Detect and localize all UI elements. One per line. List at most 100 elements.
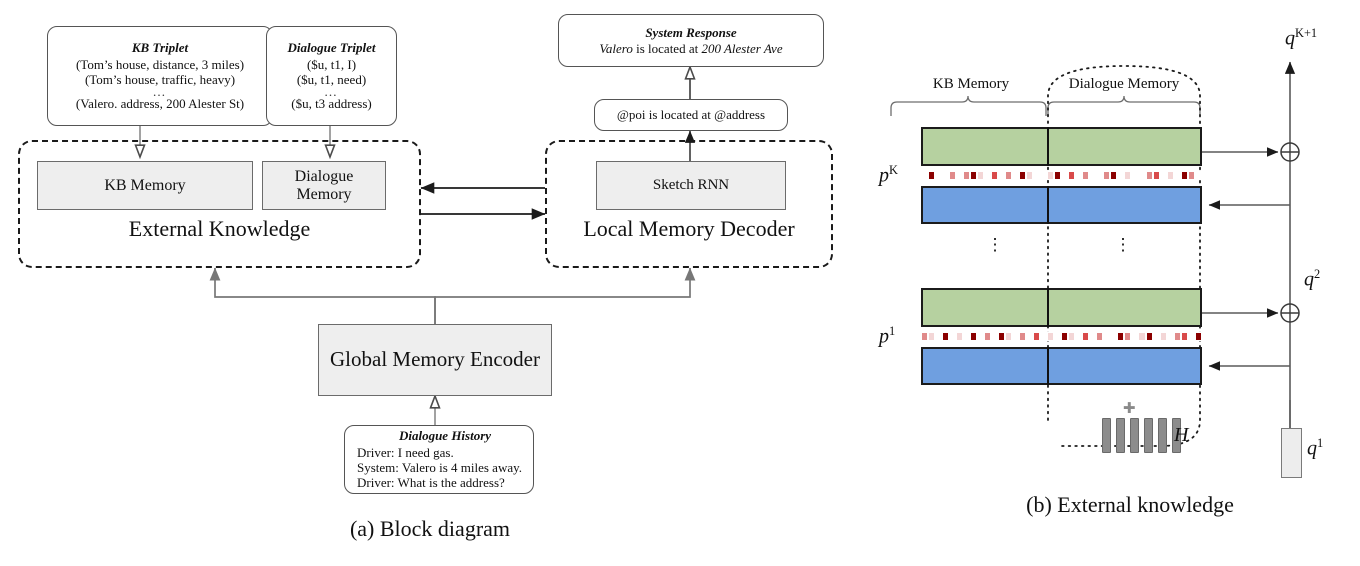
attention-cell xyxy=(1145,171,1153,180)
attention-cell xyxy=(963,171,971,180)
attention-cell xyxy=(977,171,985,180)
memory-embedding-green-top xyxy=(921,127,1202,166)
attention-cell xyxy=(1075,171,1083,180)
dialogue-triplet-line-last: ($u, t3 address) xyxy=(291,96,372,112)
attention-cell xyxy=(1117,171,1125,180)
external-knowledge-label: External Knowledge xyxy=(128,216,311,241)
attention-cell xyxy=(1103,171,1111,180)
attention-cell xyxy=(1082,171,1090,180)
attention-cell xyxy=(1145,332,1153,341)
hop-label-bottom-base: p xyxy=(879,325,889,348)
attention-cell xyxy=(1131,332,1139,341)
dialogue-history-line-3: Driver: What is the address? xyxy=(357,475,505,491)
dialogue-history-line-2: System: Valero is 4 miles away. xyxy=(357,460,523,475)
dialogue-memory-brace-label: Dialogue Memory xyxy=(1068,76,1180,92)
attention-strip-top xyxy=(921,171,1202,180)
attention-cell xyxy=(1138,332,1146,341)
attention-cell xyxy=(949,332,957,341)
ellipsis-right-column: ⋮ xyxy=(1114,235,1132,254)
initial-query-box xyxy=(1281,428,1302,478)
attention-cell xyxy=(1019,332,1027,341)
memory-split-line-bottom-blue xyxy=(1047,347,1049,385)
kb-triplet-title: KB Triplet xyxy=(131,40,189,56)
dialogue-triplet-line-2: ($u, t1, need) xyxy=(296,71,367,87)
attention-cell xyxy=(1131,171,1139,180)
attention-cell xyxy=(956,332,964,341)
external-knowledge-container xyxy=(18,140,421,268)
global-memory-encoder-module: Global Memory Encoder xyxy=(318,324,552,396)
attention-cell xyxy=(991,332,999,341)
dialogue-memory-label: Dialogue Memory xyxy=(294,167,354,203)
attention-cell xyxy=(1180,332,1188,341)
kb-triplet-box: KB Triplet (Tom’s house, distance, 3 mil… xyxy=(47,26,273,126)
dialogue-history-line-1: Driver: I need gas. xyxy=(357,444,454,460)
system-response-middle: is located at xyxy=(632,41,702,56)
attention-cell xyxy=(1047,332,1055,341)
history-label: H xyxy=(1174,424,1189,446)
history-bar xyxy=(1172,418,1181,453)
attention-cell xyxy=(1033,171,1041,180)
query-label-middle-base: q xyxy=(1304,268,1314,291)
global-memory-encoder-label: Global Memory Encoder xyxy=(330,347,540,372)
attention-cell xyxy=(1019,171,1027,180)
memory-split-line-top-blue xyxy=(1047,186,1049,224)
attention-strip-bottom xyxy=(921,332,1202,341)
attention-cell xyxy=(1054,171,1062,180)
attention-cell xyxy=(1082,332,1090,341)
hop-label-bottom: p1 xyxy=(879,324,895,349)
system-response-sentence: Valero is located at 200 Alester Ave xyxy=(599,41,782,56)
memory-embedding-blue-top xyxy=(921,186,1202,224)
dialogue-triplet-title: Dialogue Triplet xyxy=(287,40,376,56)
attention-cell xyxy=(1187,171,1195,180)
history-bar xyxy=(1158,418,1167,453)
history-bar xyxy=(1102,418,1111,453)
attention-cell xyxy=(1187,332,1195,341)
attention-cell xyxy=(1166,171,1174,180)
hop-label-bottom-sup: 1 xyxy=(889,324,896,338)
system-response-title: System Response xyxy=(645,24,737,40)
hop-label-top-sup: K xyxy=(889,163,898,177)
attention-cell xyxy=(1096,171,1104,180)
hop-label-top-base: p xyxy=(879,164,889,187)
plus-glyph: ✚ xyxy=(1123,401,1136,417)
caption-a: (a) Block diagram xyxy=(349,516,511,541)
query-label-middle-sup: 2 xyxy=(1314,267,1321,281)
attention-cell xyxy=(1061,171,1069,180)
query-label-top-base: q xyxy=(1285,27,1295,50)
attention-cell xyxy=(1033,332,1041,341)
attention-cell xyxy=(1040,171,1048,180)
attention-cell xyxy=(928,171,936,180)
attention-cell xyxy=(935,332,943,341)
attention-cell xyxy=(1005,332,1013,341)
ellipsis-left-column: ⋮ xyxy=(986,235,1004,254)
local-memory-decoder-container xyxy=(545,140,833,268)
attention-cell xyxy=(1110,332,1118,341)
dialogue-triplet-box: Dialogue Triplet ($u, t1, I) ($u, t1, ne… xyxy=(266,26,397,126)
attention-cell xyxy=(963,332,971,341)
query-label-initial-sup: 1 xyxy=(1317,436,1324,450)
memory-embedding-green-bottom xyxy=(921,288,1202,327)
attention-cell xyxy=(949,171,957,180)
attention-cell xyxy=(1096,332,1104,341)
attention-cell xyxy=(1173,171,1181,180)
attention-cell xyxy=(1103,332,1111,341)
dialogue-history-title: Dialogue History xyxy=(398,428,492,444)
attention-cell xyxy=(1166,332,1174,341)
kb-triplet-line-2: (Tom’s house, traffic, heavy) xyxy=(84,71,236,87)
sketch-rnn-module: Sketch RNN xyxy=(596,161,786,210)
attention-cell xyxy=(1117,332,1125,341)
hop-label-top: pK xyxy=(879,163,898,188)
attention-cell xyxy=(1054,332,1062,341)
attention-cell xyxy=(970,332,978,341)
sketch-template-text: @poi is located at @address xyxy=(616,107,766,123)
attention-cell xyxy=(1159,332,1167,341)
attention-cell xyxy=(1040,332,1048,341)
attention-cell xyxy=(1012,171,1020,180)
memory-split-line-top xyxy=(1047,127,1049,166)
attention-cell xyxy=(1124,171,1132,180)
attention-cell xyxy=(977,332,985,341)
attention-cell xyxy=(1152,171,1160,180)
attention-cell xyxy=(921,171,929,180)
